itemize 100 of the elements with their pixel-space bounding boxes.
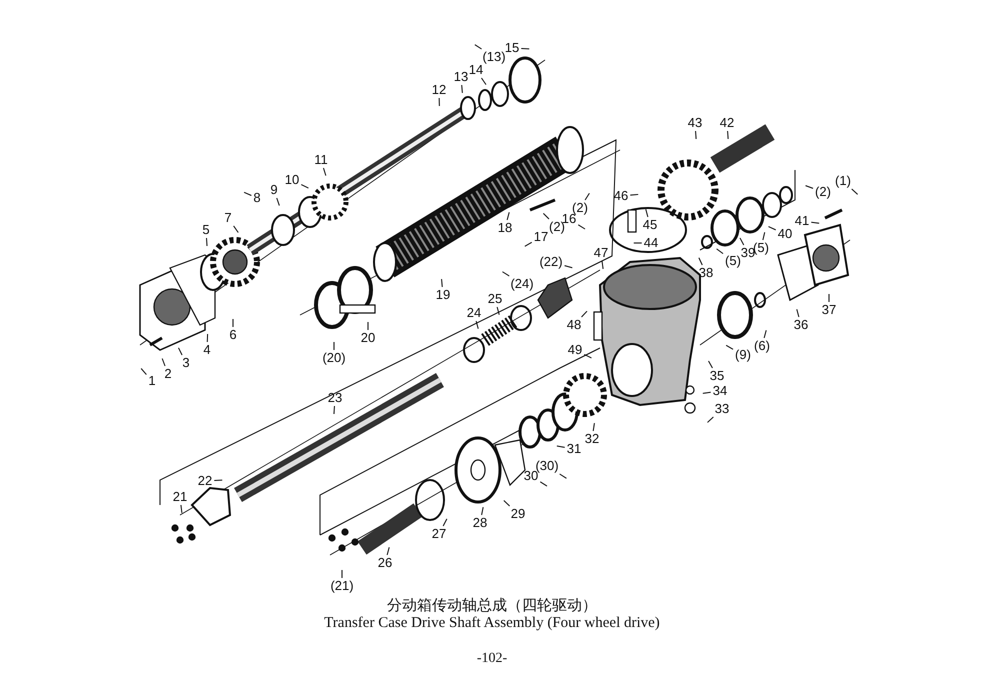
callout-number: 26	[376, 556, 394, 570]
leader-line	[461, 84, 463, 94]
leader-line	[630, 194, 639, 196]
leader-line	[540, 481, 548, 487]
callout-number: (2)	[548, 220, 566, 234]
callout-number: 32	[584, 432, 600, 446]
leader-line	[805, 185, 814, 189]
leader-line	[232, 318, 234, 328]
leader-line	[333, 406, 335, 414]
callout-number: 6	[228, 328, 238, 342]
leader-line	[438, 98, 440, 106]
callout-number: 22	[196, 474, 214, 488]
leader-line	[474, 44, 482, 50]
callout-number: 28	[472, 516, 488, 530]
leader-line	[584, 192, 590, 200]
callout-number: 5	[201, 223, 211, 237]
leader-line	[441, 278, 443, 288]
leader-line	[276, 198, 280, 206]
leader-line	[502, 271, 510, 276]
leader-line	[602, 260, 604, 270]
leader-line	[698, 257, 703, 266]
leader-line	[726, 344, 734, 350]
callout-number: 27	[430, 527, 448, 541]
leader-line	[542, 212, 550, 220]
leader-line	[442, 518, 448, 526]
callout-number: 36	[792, 318, 810, 332]
leader-line	[645, 208, 648, 218]
leader-line	[592, 422, 595, 432]
callout-number: (20)	[321, 351, 347, 365]
callout-number: 49	[566, 343, 584, 357]
leader-line	[206, 238, 208, 246]
callout-number: 42	[718, 116, 736, 130]
leader-line	[480, 78, 486, 86]
leader-line	[300, 184, 309, 189]
callout-number: 45	[642, 218, 658, 232]
callout-number: 47	[592, 246, 610, 260]
leader-line	[524, 242, 532, 247]
leader-line	[764, 330, 767, 338]
leader-line	[559, 474, 567, 479]
leader-line	[520, 48, 530, 50]
callout-number: 35	[708, 369, 726, 383]
leader-line	[796, 308, 800, 318]
callout-number: 21	[172, 490, 188, 504]
leader-line	[180, 504, 182, 514]
callout-number: 4	[202, 343, 212, 357]
leader-line	[386, 546, 390, 556]
callout-number: (30)	[534, 459, 560, 473]
leader-line	[556, 445, 566, 448]
callout-number: 31	[566, 442, 582, 456]
leader-line	[506, 212, 510, 220]
callout-number: 20	[360, 331, 376, 345]
leader-line	[140, 368, 147, 376]
callout-number: (2)	[814, 185, 832, 199]
leader-line	[206, 334, 208, 342]
leader-line	[564, 265, 573, 268]
callout-number: (9)	[734, 348, 752, 362]
leader-line	[322, 168, 326, 176]
leader-line	[740, 237, 744, 246]
callout-number: (22)	[538, 255, 564, 269]
leader-line	[503, 500, 510, 506]
leader-line	[828, 294, 830, 302]
callout-number: 23	[326, 391, 344, 405]
leader-line	[727, 130, 729, 140]
leader-line	[768, 226, 776, 230]
leader-line	[708, 360, 713, 368]
callout-number: 11	[313, 153, 329, 167]
callout-number: 46	[612, 189, 630, 203]
callout-number: 29	[510, 507, 526, 521]
callout-number: 25	[486, 292, 504, 306]
callout-number: 37	[820, 303, 838, 317]
caption-subtitle: Transfer Case Drive Shaft Assembly (Four wheel drive)	[324, 615, 660, 631]
callout-number: 12	[430, 83, 448, 97]
leader-line	[851, 188, 858, 195]
leader-line	[578, 224, 586, 230]
callout-number: (6)	[753, 339, 771, 353]
leader-line	[581, 310, 588, 318]
callout-number: (2)	[571, 201, 589, 215]
callout-number: 1	[147, 374, 157, 388]
leader-line	[496, 306, 500, 316]
callout-number: (5)	[752, 241, 770, 255]
callout-number: 33	[714, 402, 730, 416]
page-number: -102-	[476, 651, 508, 666]
callout-number: (24)	[509, 277, 535, 291]
callout-number: 19	[434, 288, 452, 302]
leader-line	[716, 248, 724, 254]
callout-number: (5)	[724, 254, 742, 268]
callout-number: 17	[532, 230, 550, 244]
callout-number: 44	[642, 236, 660, 250]
leader-line	[762, 232, 766, 240]
callout-number: 3	[181, 356, 191, 370]
callout-number: 41	[794, 214, 810, 228]
leader-line	[810, 222, 820, 224]
leader-line	[162, 358, 166, 366]
leader-line	[707, 416, 714, 423]
callout-number: (21)	[329, 579, 355, 593]
callout-number: 10	[284, 173, 300, 187]
callout-number: 34	[712, 384, 728, 398]
callout-number: 13	[452, 70, 470, 84]
leader-line	[633, 242, 642, 244]
leader-line	[244, 192, 252, 196]
